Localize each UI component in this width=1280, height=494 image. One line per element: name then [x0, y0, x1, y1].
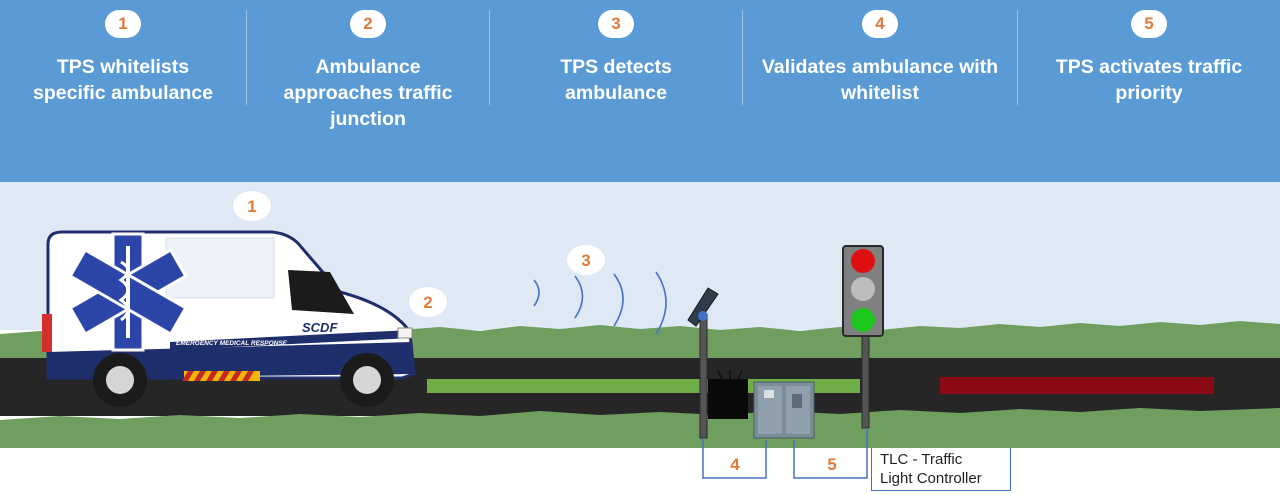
divider [742, 10, 743, 105]
checker-pattern [182, 371, 254, 381]
step-1: 1 TPS whitelists specific ambulance [0, 0, 246, 182]
divider [246, 10, 247, 105]
marker-1-label: 1 [247, 197, 256, 216]
junction-scene: SCDF The Life Saving Force EMERGENCY MED… [0, 182, 1280, 494]
ambulance-stripe [170, 330, 412, 350]
tlc-label: TLC - Traffic Light Controller [871, 448, 1011, 491]
blocked-lane [940, 377, 1214, 394]
tlc-label-line2: Light Controller [880, 470, 982, 487]
tlc-cabinet [753, 381, 815, 439]
sensor-light [698, 311, 708, 321]
marker-4: 4 [718, 452, 752, 476]
step-text: TPS whitelists specific ambulance [33, 56, 213, 104]
step-4: 4 Validates ambulance with whitelist [743, 0, 1017, 182]
step-3: 3 TPS detects ambulance [490, 0, 742, 182]
step-2: 2 Ambulance approaches traffic junction [247, 0, 489, 182]
detection-waves [533, 271, 667, 335]
step-text: Validates ambulance with whitelist [761, 56, 999, 104]
rear-wheel [93, 353, 147, 407]
marker-5-label: 5 [827, 455, 836, 474]
step-text: Ambulance approaches traffic junction [283, 56, 453, 130]
marker-3: 3 [567, 245, 605, 275]
priority-lane [427, 379, 860, 393]
headlight [397, 327, 413, 339]
divider [489, 10, 490, 105]
front-wheel [340, 353, 394, 407]
sensor-panel [687, 287, 719, 327]
ambulance-brand: SCDF [302, 320, 338, 335]
step-number-badge: 2 [350, 10, 386, 38]
star-of-life-icon [68, 232, 188, 352]
step-5: 5 TPS activates traffic priority [1018, 0, 1280, 182]
traffic-light-pole [861, 331, 870, 429]
step-number-badge: 4 [862, 10, 898, 38]
wiring [702, 428, 868, 479]
marker-3-label: 3 [581, 251, 590, 270]
divider [1017, 10, 1018, 105]
amber-light-off [851, 277, 875, 301]
marker-2-label: 2 [423, 293, 432, 312]
traffic-light [842, 245, 884, 429]
step-number-badge: 5 [1131, 10, 1167, 38]
marker-5: 5 [815, 452, 849, 476]
ambulance-side-text: EMERGENCY MEDICAL RESPONSE [176, 340, 288, 347]
near-grass [0, 408, 1280, 448]
ambulance: SCDF The Life Saving Force EMERGENCY MED… [42, 230, 416, 407]
marker-4-label: 4 [730, 455, 740, 474]
green-light [851, 308, 875, 332]
rear-light [42, 314, 52, 352]
step-number-badge: 3 [598, 10, 634, 38]
step-text: TPS activates traffic priority [1055, 56, 1243, 104]
tlc-label-line1: TLC - Traffic [880, 451, 963, 468]
marker-1: 1 [233, 191, 271, 221]
red-light [851, 249, 875, 273]
tps-controller-box [708, 370, 748, 419]
sensor-pole [699, 313, 708, 439]
steps-header: 1 TPS whitelists specific ambulance 2 Am… [0, 0, 1280, 182]
ground-white [0, 448, 1280, 494]
step-number-badge: 1 [105, 10, 141, 38]
ambulance-tagline: The Life Saving Force [302, 337, 342, 342]
marker-2: 2 [409, 287, 447, 317]
windshield [288, 270, 354, 314]
step-text: TPS detects ambulance [560, 56, 672, 104]
